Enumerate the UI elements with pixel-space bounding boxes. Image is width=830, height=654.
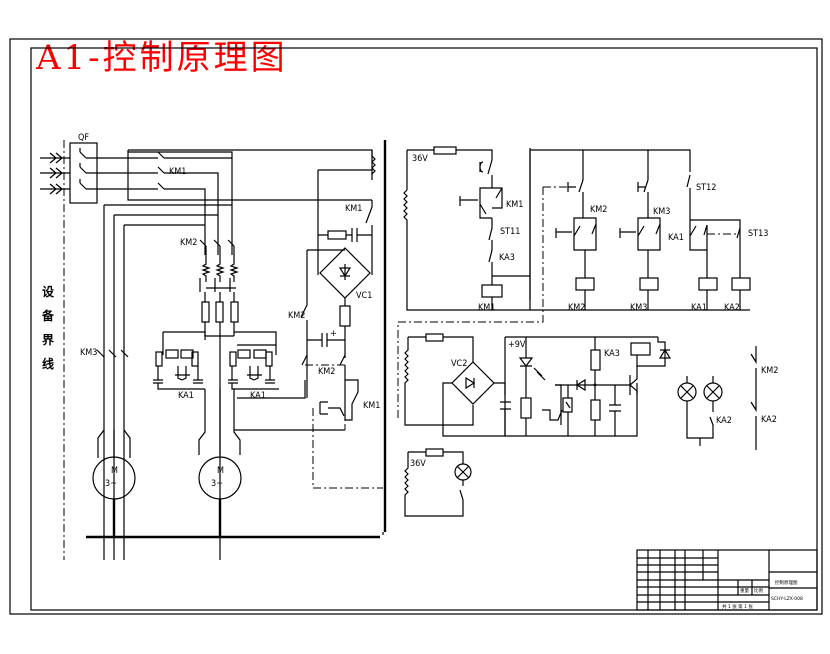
km2-side-label: KM2	[761, 366, 778, 376]
km1-button-label: KM1	[363, 401, 380, 411]
km3-main-contacts-icon	[96, 349, 129, 358]
vc1-label: VC1	[356, 291, 372, 301]
km1-contact-label: KM1	[345, 204, 362, 214]
light-emission-icon	[533, 367, 546, 381]
ka1-label: KA1	[178, 391, 194, 401]
work-lamp	[454, 463, 472, 481]
title-block-scale: 比例	[754, 587, 763, 594]
pushbutton-icon	[319, 401, 345, 417]
coil-km1-label: KM1	[478, 303, 495, 313]
km1-main-contacts-icon	[157, 151, 165, 190]
km1-start-group	[459, 175, 503, 219]
fuse	[230, 301, 239, 323]
ka1-block-left: KA1	[153, 349, 205, 401]
ka1-label: KA1	[250, 391, 266, 401]
ka1-block-right: KA1	[228, 349, 279, 401]
title-block-sheet: 共 1 张 第 1 张	[722, 603, 753, 610]
fuse	[433, 146, 457, 155]
coil-km3	[639, 277, 659, 291]
fuse	[425, 448, 444, 457]
km2-main-label: KM2	[180, 238, 197, 248]
ka2-side-label: KA2	[761, 415, 777, 425]
lamp-circuit: KA2 KM2 KA2 36V	[404, 346, 778, 517]
motor-sub-label: 3~	[105, 479, 117, 489]
ka3-label: KA3	[499, 253, 515, 263]
coil-ka1-label: KA1	[691, 303, 707, 313]
km3-hold-label: KM3	[653, 207, 670, 217]
km1-hold-label: KM1	[506, 200, 523, 210]
flyback-diode-icon	[636, 337, 672, 367]
coil-ka1	[698, 277, 718, 291]
ka2-contact-label: KA2	[716, 416, 732, 426]
motor-sub-label: 3~	[211, 479, 223, 489]
coil-ka2-label: KA2	[724, 303, 740, 313]
power-section: QF KM1 KM2	[40, 133, 380, 560]
transformer-winding-icon	[371, 150, 376, 180]
coil-ka2	[731, 277, 751, 291]
brake-circuit: KM1 VC1 KM2 + KM2 KM1	[288, 140, 387, 535]
control-transformer-winding-icon	[403, 148, 531, 311]
led-icon	[518, 337, 534, 398]
boundary-char: 线	[42, 356, 54, 371]
breaker-label: QF	[78, 133, 89, 143]
motor-label: M	[111, 466, 118, 476]
coil-km1	[481, 284, 503, 298]
outer-frame	[9, 38, 823, 615]
incoming-arrows-icon	[40, 152, 70, 195]
ka1-contact-label: KA1	[668, 233, 684, 243]
vc2-label: VC2	[451, 359, 467, 369]
st13-label: ST13	[748, 229, 768, 239]
capacitor-plus: +	[330, 329, 337, 339]
ka3-relay-label: KA3	[604, 349, 620, 359]
breaker-contacts-icon	[79, 148, 87, 190]
title-block-drawing-no: SCHY-LZX-008	[771, 596, 803, 602]
km2-contact-label: KM2	[318, 367, 335, 377]
km2-main-contacts-icon	[199, 239, 235, 247]
coil-km2	[575, 277, 595, 291]
sensor-circuit: VC2 +9V KA3	[404, 333, 672, 437]
coil-ka3	[630, 342, 651, 356]
coil-km2-label: KM2	[568, 303, 585, 313]
emergency-stop-icon	[479, 159, 493, 175]
boundary-label: 设 备 界 线	[41, 284, 55, 371]
lamp-supply-label: 36V	[410, 459, 426, 469]
resistor	[520, 397, 532, 419]
resistors-icon	[201, 246, 239, 282]
fuse	[215, 301, 224, 323]
km2-contact-label: KM2	[288, 311, 305, 321]
fuse	[425, 333, 444, 342]
control-circuit: 36V KM1 ST11 KA3 KM1 KM2 KM3	[397, 146, 768, 420]
title-block: 控制原理图 SCHY-LZX-008 共 1 张 第 1 张 重量 比例	[636, 549, 818, 611]
drawing-title: A1-控制原理图	[36, 38, 288, 78]
coil-km3-label: KM3	[630, 303, 647, 313]
boundary-char: 备	[41, 308, 55, 323]
resistor	[590, 349, 601, 371]
supply-voltage-label: 36V	[412, 154, 428, 164]
st11-label: ST11	[500, 227, 520, 237]
st12-label: ST12	[696, 183, 716, 193]
motor-label: M	[217, 466, 224, 476]
title-block-name: 控制原理图	[775, 579, 798, 586]
transistor-icon	[629, 366, 638, 395]
resistor	[590, 399, 601, 421]
boundary-char: 设	[42, 284, 55, 299]
fuse	[201, 301, 210, 323]
resistor	[327, 230, 347, 240]
bridge-rectifier-vc2	[451, 361, 495, 405]
km3-main-label: KM3	[80, 348, 97, 358]
km1-main-label: KM1	[169, 167, 186, 177]
boundary-char: 界	[42, 332, 54, 347]
stop-buttons-icon	[567, 179, 649, 193]
inner-frame	[30, 47, 818, 611]
voltage-label: +9V	[508, 340, 526, 350]
title-block-weight: 重量	[740, 587, 749, 594]
resistor	[339, 305, 351, 327]
km2-hold-label: KM2	[590, 205, 607, 215]
